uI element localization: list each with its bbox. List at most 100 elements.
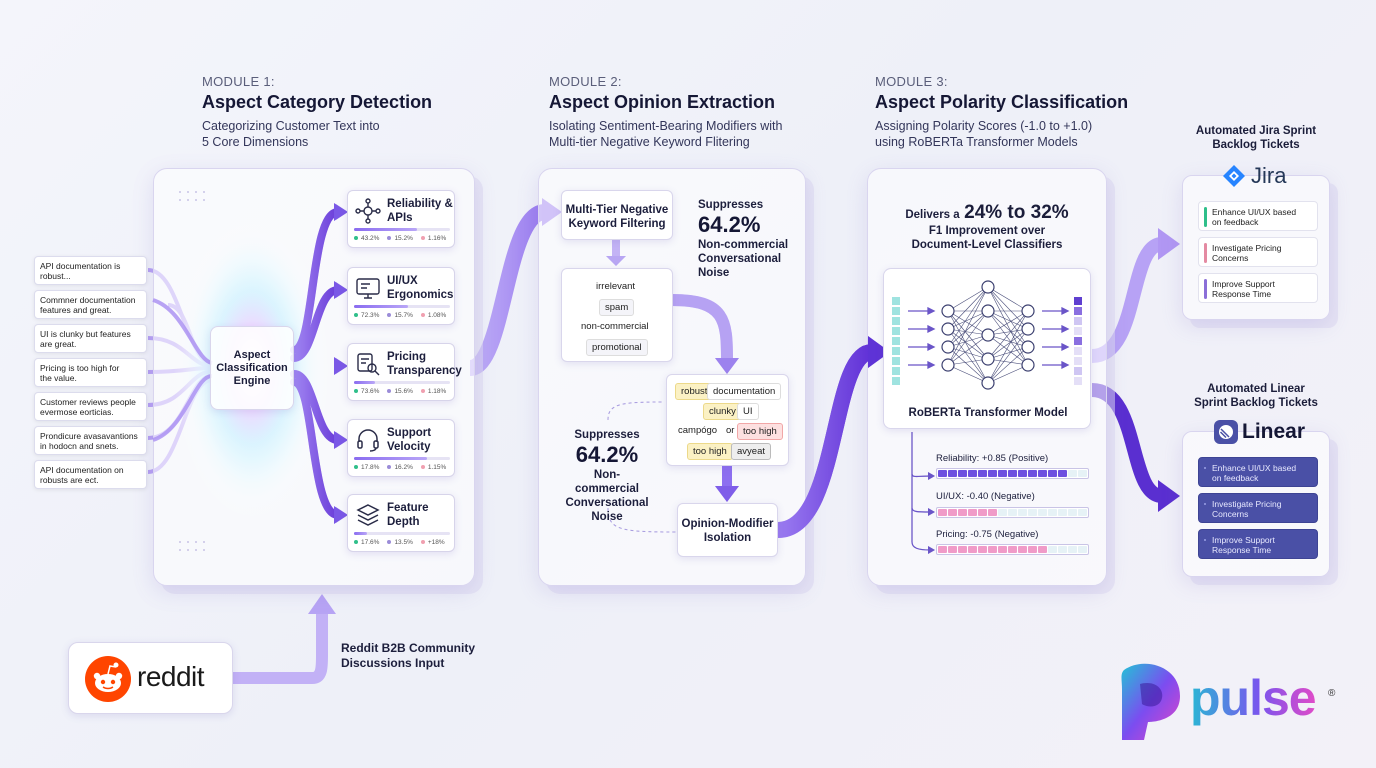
m3-jira-arrowhead (1158, 228, 1180, 260)
polarity-segment (1008, 470, 1017, 477)
polarity-segment (1018, 470, 1027, 477)
noise-keyword: spam (599, 299, 635, 316)
polarity-segment (948, 470, 957, 477)
m2-m3-arrowhead-inner (868, 336, 890, 368)
polarity-segment (1008, 509, 1017, 516)
reddit-wordmark: reddit (137, 661, 205, 692)
noise-to-opinion-arrowhead-inner (715, 358, 739, 374)
polarity-segment (988, 470, 997, 477)
polarity-segment (958, 546, 967, 553)
polarity-segment (958, 470, 967, 477)
polarity-segment (958, 509, 967, 516)
input-tokens (892, 297, 900, 385)
jira-icon (1223, 165, 1245, 187)
opinion-to-isolation-arrowhead-inner (715, 486, 739, 502)
noise-keyword: non-commercial (581, 321, 649, 332)
opinion-token: robust (675, 383, 714, 400)
module-3-label: MODULE 3: (875, 74, 948, 89)
module-1-label: MODULE 1: (202, 74, 275, 89)
headset-icon (357, 429, 379, 452)
suppress-stat-top: Suppresses 64.2% Non-commercial Conversa… (698, 199, 789, 279)
reddit-up-arrow (232, 612, 328, 684)
linear-icon (1214, 420, 1238, 444)
polarity-segment (938, 509, 947, 516)
polarity-segment (1068, 509, 1077, 516)
f1-improvement-callout: Delivers a 24% to 32% F1 Improvement ove… (905, 202, 1069, 251)
polarity-segment (1018, 509, 1027, 516)
dot-grid-decor (179, 191, 205, 551)
polarity-segment (1038, 470, 1047, 477)
polarity-segment (988, 546, 997, 553)
polarity-segment (968, 470, 977, 477)
polarity-segment (1078, 509, 1087, 516)
polarity-segment (948, 509, 957, 516)
polarity-segment (1028, 546, 1037, 553)
monitor-icon (356, 278, 380, 299)
polarity-label: Reliability: +0.85 (Positive) (936, 453, 1049, 464)
polarity-segment (1068, 470, 1077, 477)
polarity-arrowhead-2 (928, 508, 935, 516)
reddit-icon (85, 656, 131, 702)
opinion-token: documentation (707, 383, 782, 400)
pulse-wordmark: pulse (1190, 670, 1317, 726)
polarity-label: UI/UX: -0.40 (Negative) (936, 491, 1035, 502)
polarity-segment (1058, 546, 1067, 553)
output-arrows (1042, 306, 1070, 370)
opinion-token: campógo (678, 425, 718, 436)
polarity-arrowhead-3 (928, 546, 935, 554)
polarity-segment (978, 509, 987, 516)
polarity-bar-reliability (936, 468, 1089, 479)
filter-down-arrowhead-inner (606, 256, 626, 266)
module-2-subtitle: Isolating Sentiment-Bearing Modifiers wi… (549, 119, 783, 149)
polarity-arrowhead-1 (928, 472, 935, 480)
polarity-segment (1028, 470, 1037, 477)
polarity-segment (1078, 470, 1087, 477)
polarity-segment (1038, 509, 1047, 516)
polarity-segment (1008, 546, 1017, 553)
neural-network-icon (892, 280, 1082, 390)
polarity-bar-uiux (936, 507, 1089, 518)
polarity-segment (998, 546, 1007, 553)
polarity-segment (978, 546, 987, 553)
polarity-segment (1018, 546, 1027, 553)
m1-m2-arrow (467, 204, 547, 376)
suppress-stat-bottom: Suppresses 64.2% Non-commercial Conversa… (565, 429, 649, 523)
category-reliability: Reliability &APIs 43.2%15.2%1.16% (347, 190, 455, 248)
engine-branch-heads-inner (334, 203, 348, 524)
polarity-segment (948, 546, 957, 553)
polarity-label: Pricing: -0.75 (Negative) (936, 529, 1039, 540)
polarity-segment (1058, 509, 1067, 516)
module-1-title: Aspect Category Detection (202, 92, 433, 112)
polarity-segment (1078, 546, 1087, 553)
output-tokens (1074, 297, 1082, 385)
polarity-segment (968, 509, 977, 516)
noise-keyword: promotional (586, 339, 648, 356)
registered-mark: ® (1328, 688, 1336, 699)
input-arrows (908, 306, 936, 370)
opinion-token: too high (687, 443, 733, 460)
suppress-dashed-bottom-inner (607, 507, 677, 533)
input-fan-lines-inner (152, 298, 213, 442)
opinion-token: avyeat (731, 443, 771, 460)
noise-keyword: irrelevant (596, 281, 636, 292)
polarity-segment (998, 470, 1007, 477)
polarity-segment (968, 546, 977, 553)
opinion-token: UI (737, 403, 759, 420)
network-icon (355, 198, 381, 224)
opinion-token: too high (737, 423, 783, 440)
